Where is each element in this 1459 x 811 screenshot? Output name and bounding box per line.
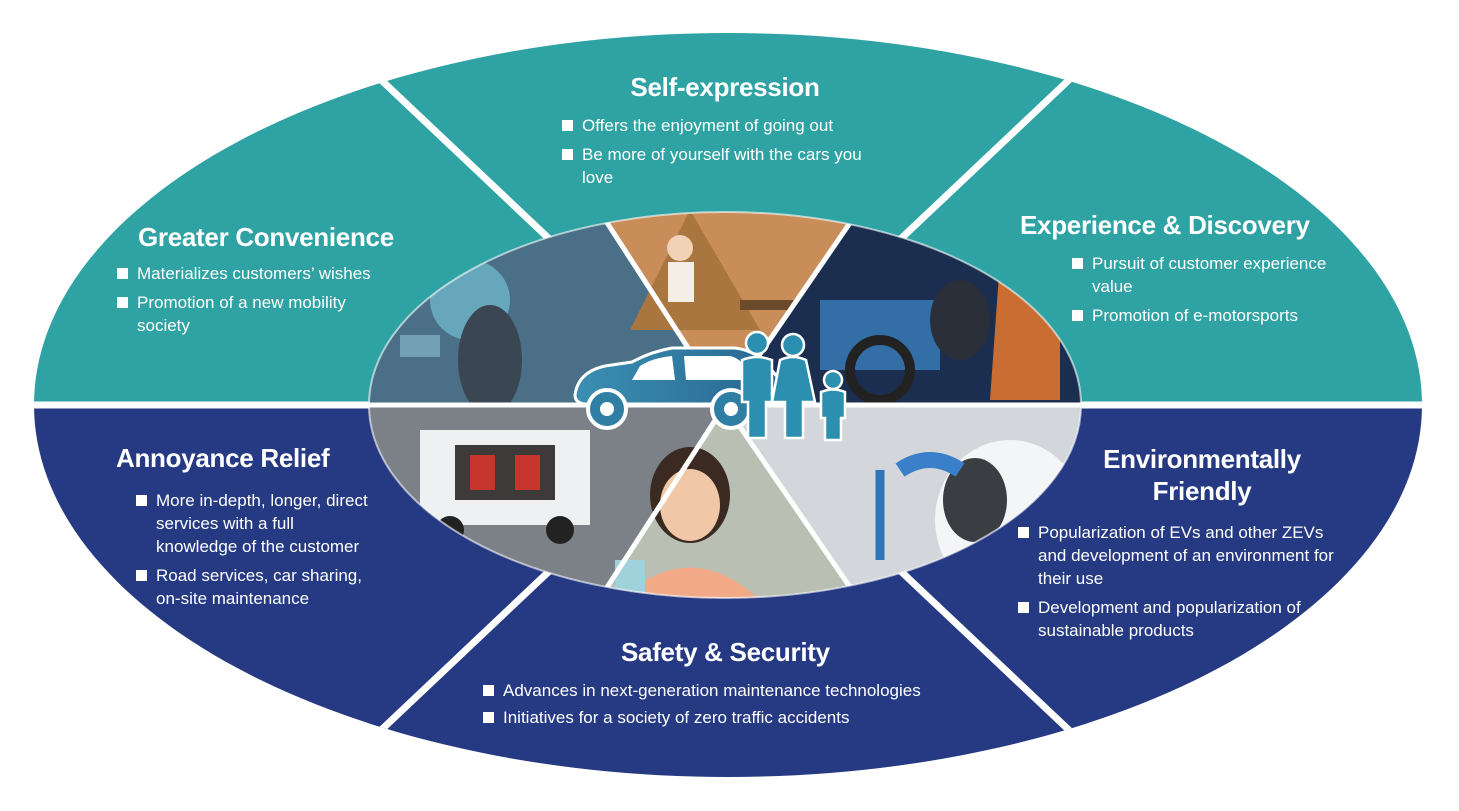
segment-item: Promotion of a new mobility society xyxy=(117,291,387,337)
segment-title: Experience & Discovery xyxy=(1020,210,1310,240)
segment-item: Initiatives for a society of zero traffi… xyxy=(483,706,973,729)
segment-title: Self-expression xyxy=(630,72,820,102)
segment-item: Development and popularization of sustai… xyxy=(1018,596,1348,642)
car-family-icon xyxy=(573,330,847,442)
segment-item: Popularization of EVs and other ZEVs and… xyxy=(1018,521,1348,590)
segment-annoyance-relief: Annoyance Relief More in-depth, longer, … xyxy=(116,443,406,616)
segment-self-expression: Self-expression Offers the enjoyment of … xyxy=(560,72,890,195)
segment-item: Promotion of e-motorsports xyxy=(1072,304,1362,327)
segment-item: Materializes customers’ wishes xyxy=(117,262,387,285)
segment-item: More in-depth, longer, direct services w… xyxy=(136,489,376,558)
segment-greater-convenience: Greater Convenience Materializes custome… xyxy=(117,222,417,343)
segment-safety-security: Safety & Security Advances in next-gener… xyxy=(483,637,983,735)
segment-title: Safety & Security xyxy=(621,637,830,667)
segment-item: Offers the enjoyment of going out xyxy=(562,114,890,137)
segment-item: Advances in next-generation maintenance … xyxy=(483,679,973,702)
segment-title: Annoyance Relief xyxy=(116,443,330,473)
segment-item: Be more of yourself with the cars you lo… xyxy=(562,143,890,189)
segment-title: Greater Convenience xyxy=(138,222,394,252)
car-icon xyxy=(573,346,792,430)
family-icon xyxy=(740,330,847,442)
segment-item: Road services, car sharing, on-site main… xyxy=(136,564,376,610)
segment-title: Environmentally Friendly xyxy=(1103,444,1301,506)
segment-environmentally-friendly: Environmentally Friendly Popularization … xyxy=(1018,443,1363,648)
segment-item: Pursuit of customer experience value xyxy=(1072,252,1362,298)
segment-experience-discovery: Experience & Discovery Pursuit of custom… xyxy=(1020,210,1380,333)
